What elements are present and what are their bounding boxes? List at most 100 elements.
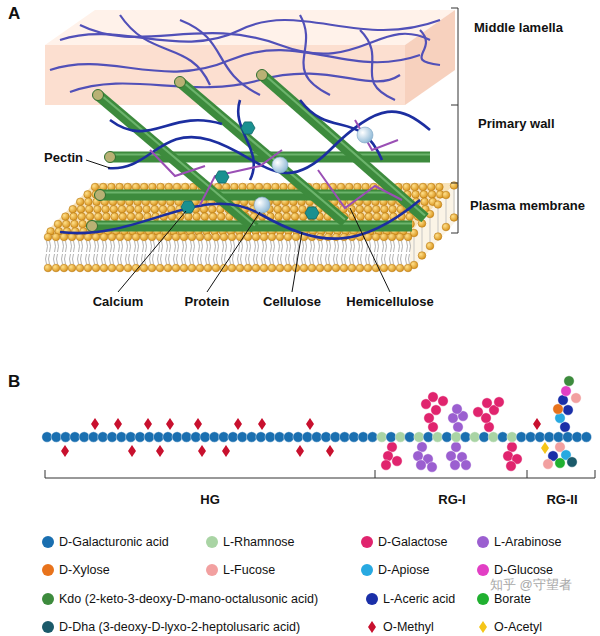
sugar-bead bbox=[126, 432, 136, 442]
layer-label: Middle lamella bbox=[474, 21, 563, 35]
part-label: Pectin bbox=[44, 151, 83, 165]
pectin-chain bbox=[42, 376, 592, 472]
legend-text: Kdo (2-keto-3-deoxy-D-mano-octalusonic a… bbox=[59, 592, 318, 606]
sugar-bead bbox=[563, 405, 573, 415]
bracket-tick bbox=[451, 183, 458, 184]
pectin-strand bbox=[110, 120, 222, 131]
lipid-tail bbox=[111, 241, 115, 252]
proteins bbox=[254, 127, 373, 213]
legend-diamond bbox=[366, 620, 378, 634]
domain-label: HG bbox=[200, 493, 220, 507]
lipid-head bbox=[411, 183, 419, 191]
lipid-head bbox=[236, 264, 244, 272]
lipid-head bbox=[135, 205, 143, 213]
lipid-tail bbox=[311, 241, 315, 252]
sugar-bead bbox=[349, 432, 359, 442]
part-label: Cellulose bbox=[263, 295, 321, 309]
bracket-tick bbox=[527, 470, 528, 478]
lipid-tail bbox=[175, 241, 179, 252]
calcium-ion bbox=[181, 201, 195, 213]
lipid-tail bbox=[215, 241, 219, 252]
lipid-head bbox=[442, 223, 450, 231]
sugar-bead bbox=[51, 432, 61, 442]
sugar-bead bbox=[98, 432, 108, 442]
substituent-diamond bbox=[144, 418, 152, 430]
lipid-head bbox=[151, 205, 159, 213]
lipid-head bbox=[316, 264, 324, 272]
sugar-bead bbox=[479, 432, 489, 442]
lipid-head bbox=[94, 205, 102, 213]
lipid-head bbox=[284, 264, 292, 272]
sugar-bead bbox=[451, 432, 461, 442]
sugar-bead bbox=[256, 432, 266, 442]
legend-text: L-Rhamnose bbox=[223, 535, 295, 549]
lipid-head bbox=[228, 233, 236, 241]
pectin-strand bbox=[120, 15, 210, 85]
lipid-tail bbox=[390, 254, 394, 264]
sugar-bead bbox=[265, 432, 275, 442]
sugar-bead bbox=[163, 432, 173, 442]
lipid-head bbox=[348, 264, 356, 272]
domain-label: RG-II bbox=[546, 493, 577, 507]
lipid-head bbox=[420, 191, 428, 199]
lipid-head bbox=[44, 264, 52, 272]
sugar-bead bbox=[60, 432, 70, 442]
lipid-head bbox=[220, 233, 228, 241]
sugar-bead bbox=[535, 432, 545, 442]
sugar-bead bbox=[488, 432, 498, 442]
legend-text: D-Dha (3-deoxy-D-lyxo-2-heptolusaric aci… bbox=[59, 620, 300, 634]
watermark: 知乎 @守望者 bbox=[490, 578, 572, 592]
lipid-head bbox=[78, 213, 86, 221]
lipid-tail bbox=[334, 254, 338, 264]
lipid-head bbox=[92, 264, 100, 272]
sugar-bead bbox=[561, 386, 571, 396]
legend-item: D-Glucose bbox=[477, 563, 553, 577]
lipid-tail bbox=[391, 241, 395, 252]
lipid-tail bbox=[206, 254, 210, 264]
sugar-bead bbox=[516, 432, 526, 442]
lipid-tail bbox=[231, 241, 235, 252]
lipid-tail bbox=[182, 254, 186, 264]
lipid-head bbox=[340, 264, 348, 272]
leader-lines bbox=[86, 160, 390, 292]
lipid-tail bbox=[71, 241, 75, 252]
calcium-ion bbox=[305, 207, 319, 219]
lipid-head bbox=[299, 205, 307, 213]
lipid-head bbox=[172, 264, 180, 272]
lipid-tail bbox=[342, 254, 346, 264]
sugar-bead bbox=[339, 432, 349, 442]
lipid-tail bbox=[454, 190, 455, 214]
lipid-tail bbox=[375, 241, 379, 252]
sugar-bead bbox=[423, 432, 433, 442]
panel-letter: A bbox=[8, 5, 20, 24]
legend-swatch bbox=[477, 564, 489, 576]
membrane-side bbox=[410, 183, 455, 272]
lipid-tail bbox=[190, 254, 194, 264]
sugar-bead bbox=[572, 432, 582, 442]
legend-swatch bbox=[206, 564, 218, 576]
lipid-head bbox=[356, 264, 364, 272]
legend-item: D-Apiose bbox=[361, 563, 429, 577]
lipid-head bbox=[276, 264, 284, 272]
lipid-tail bbox=[110, 254, 114, 264]
lipid-head bbox=[252, 233, 260, 241]
lipid-head bbox=[260, 233, 268, 241]
lipid-tail bbox=[143, 241, 147, 252]
lipid-tail bbox=[127, 241, 131, 252]
lipid-tail bbox=[319, 241, 323, 252]
sugar-bead bbox=[438, 396, 448, 406]
lipid-tail bbox=[102, 254, 106, 264]
cellulose-rod bbox=[180, 82, 345, 222]
layer-label: Plasma membrane bbox=[470, 199, 585, 213]
substituent-diamond bbox=[128, 445, 136, 457]
lipid-tail bbox=[279, 241, 283, 252]
lipid-head bbox=[94, 213, 102, 221]
lipid-tail bbox=[198, 254, 202, 264]
pectin-strand bbox=[300, 15, 330, 95]
lipid-head bbox=[308, 264, 316, 272]
sugar-bead bbox=[219, 432, 229, 442]
lipid-tail bbox=[238, 254, 242, 264]
lipid-tail bbox=[295, 241, 299, 252]
lipid-tail bbox=[446, 199, 447, 223]
